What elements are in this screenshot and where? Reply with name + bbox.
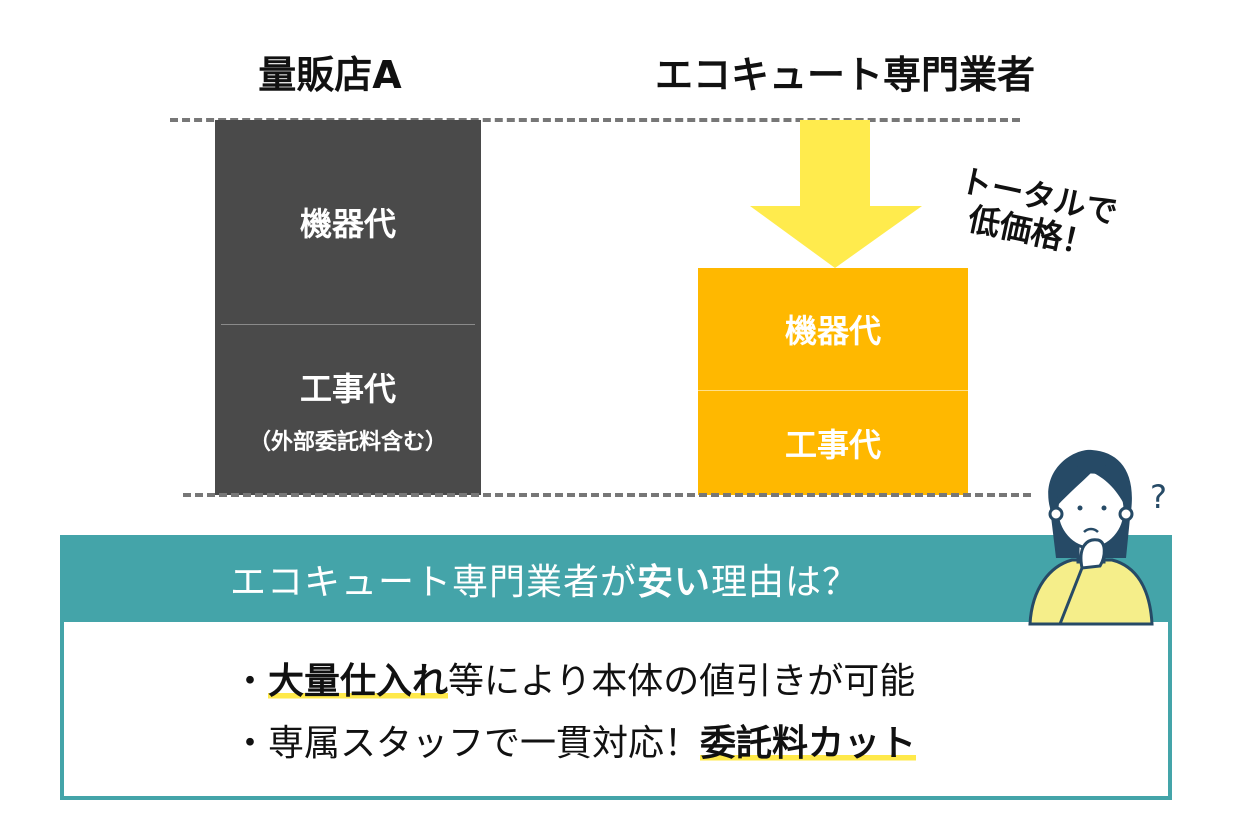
reason-panel-header: エコキュート専門業者が安い理由は？: [60, 535, 1172, 623]
header-emphasis: 安い: [637, 562, 712, 603]
bullet-marker: ・: [232, 661, 269, 702]
bullet-1-text: 等により本体の値引きが可能: [448, 661, 916, 702]
bottom-dashed-line: [183, 493, 1031, 497]
bullet-2-highlight: 委託料カット: [700, 723, 917, 764]
header-suffix: 理由は？: [711, 562, 860, 603]
total-low-price-callout: トータルで 低価格！: [925, 157, 1145, 271]
right-column-title: エコキュート専門業者: [654, 53, 1035, 97]
reason-bullet-1: ・大量仕入れ等により本体の値引きが可能: [232, 652, 915, 704]
right-equipment-label: 機器代: [784, 312, 881, 350]
down-arrow-icon: [750, 120, 922, 268]
svg-text:?: ?: [1150, 478, 1167, 516]
left-bar-divider: [221, 324, 475, 325]
reason-bullet-2: ・専属スタッフで一貫対応！委託料カット: [232, 714, 917, 766]
bullet-marker: ・: [232, 723, 269, 764]
thinking-woman-illustration: ?: [1028, 449, 1167, 626]
left-equipment-label: 機器代: [299, 205, 396, 243]
reason-panel-title: エコキュート専門業者が安い理由は？: [230, 553, 859, 605]
bullet-1-highlight: 大量仕入れ: [268, 661, 449, 702]
right-bar-divider: [698, 390, 968, 391]
left-construction-segment: 工事代 （外部委託料含む）: [215, 325, 481, 495]
left-construction-label: 工事代: [299, 370, 396, 408]
left-cost-bar: 機器代 工事代 （外部委託料含む）: [215, 120, 481, 495]
right-construction-label: 工事代: [784, 426, 881, 464]
right-cost-bar: 機器代 工事代: [698, 268, 968, 495]
right-construction-segment: 工事代: [698, 391, 968, 495]
left-column-title: 量販店A: [258, 53, 402, 97]
left-construction-sublabel: （外部委託料含む）: [248, 430, 447, 455]
right-equipment-segment: 機器代: [698, 268, 968, 390]
left-equipment-segment: 機器代: [215, 120, 481, 324]
header-prefix: エコキュート専門業者が: [230, 562, 638, 603]
bullet-2-text: 専属スタッフで一貫対応！: [268, 723, 701, 764]
top-dashed-line: [170, 118, 1020, 122]
reason-panel-body: [60, 622, 1172, 800]
